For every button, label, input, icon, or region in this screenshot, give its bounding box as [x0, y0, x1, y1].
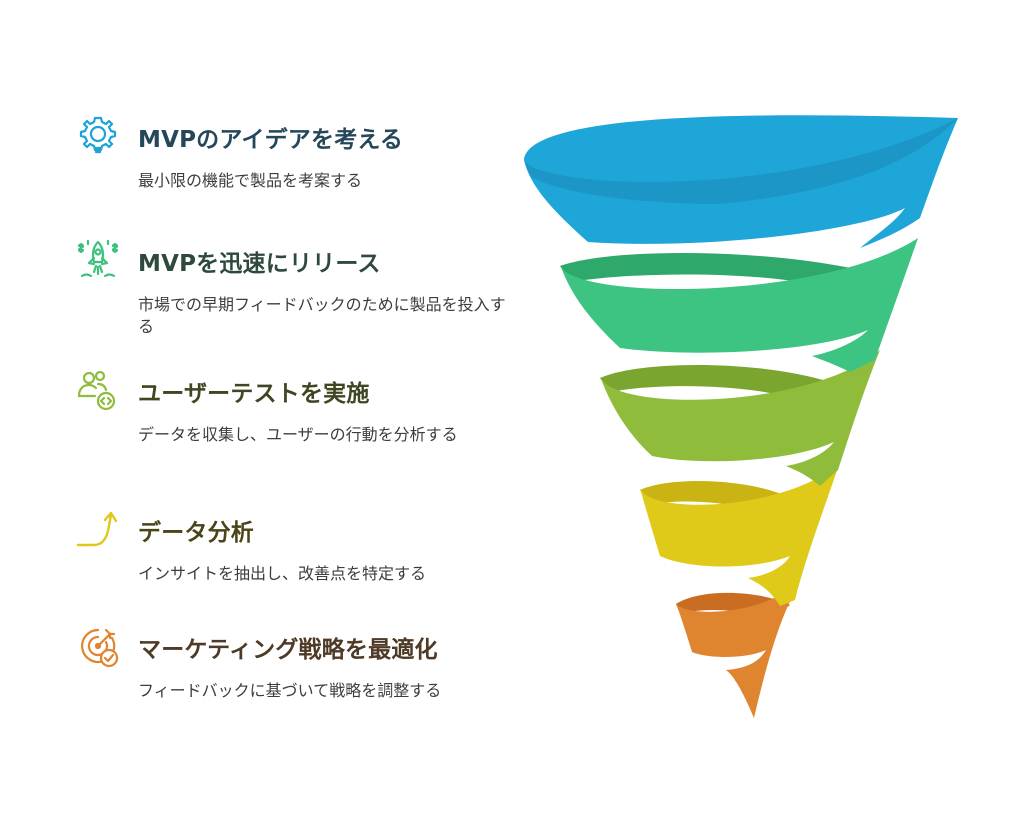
funnel-band-5	[676, 580, 800, 718]
funnel-band-4	[640, 462, 840, 606]
step-1-description: 最小限の機能で製品を考案する	[138, 171, 363, 190]
users-code-icon	[74, 366, 122, 414]
lightbulb-gear-icon	[74, 112, 122, 160]
funnel-band-2	[560, 238, 918, 372]
step-2-description: 市場での早期フィードバックのために製品を投入する	[138, 295, 506, 336]
step-3-title: ユーザーテストを実施	[138, 381, 370, 407]
rocket-icon	[74, 236, 122, 284]
step-1-title: MVPのアイデアを考える	[138, 127, 404, 153]
target-check-icon	[74, 622, 122, 670]
step-3-description: データを収集し、ユーザーの行動を分析する	[138, 425, 458, 444]
funnel-band-3-back	[600, 364, 830, 400]
step-5-description: フィードバックに基づいて戦略を調整する	[138, 681, 442, 700]
step-4-description: インサイトを抽出し、改善点を特定する	[138, 564, 427, 583]
trend-arrow-icon	[74, 505, 122, 553]
step-5-title: マーケティング戦略を最適化	[138, 637, 438, 663]
step-4-title: データ分析	[138, 520, 254, 546]
funnel-band-2-back	[560, 252, 860, 288]
funnel-band-3	[600, 350, 880, 486]
funnel-band-1-inner	[524, 118, 958, 204]
step-2-title: MVPを迅速にリリース	[138, 251, 381, 277]
